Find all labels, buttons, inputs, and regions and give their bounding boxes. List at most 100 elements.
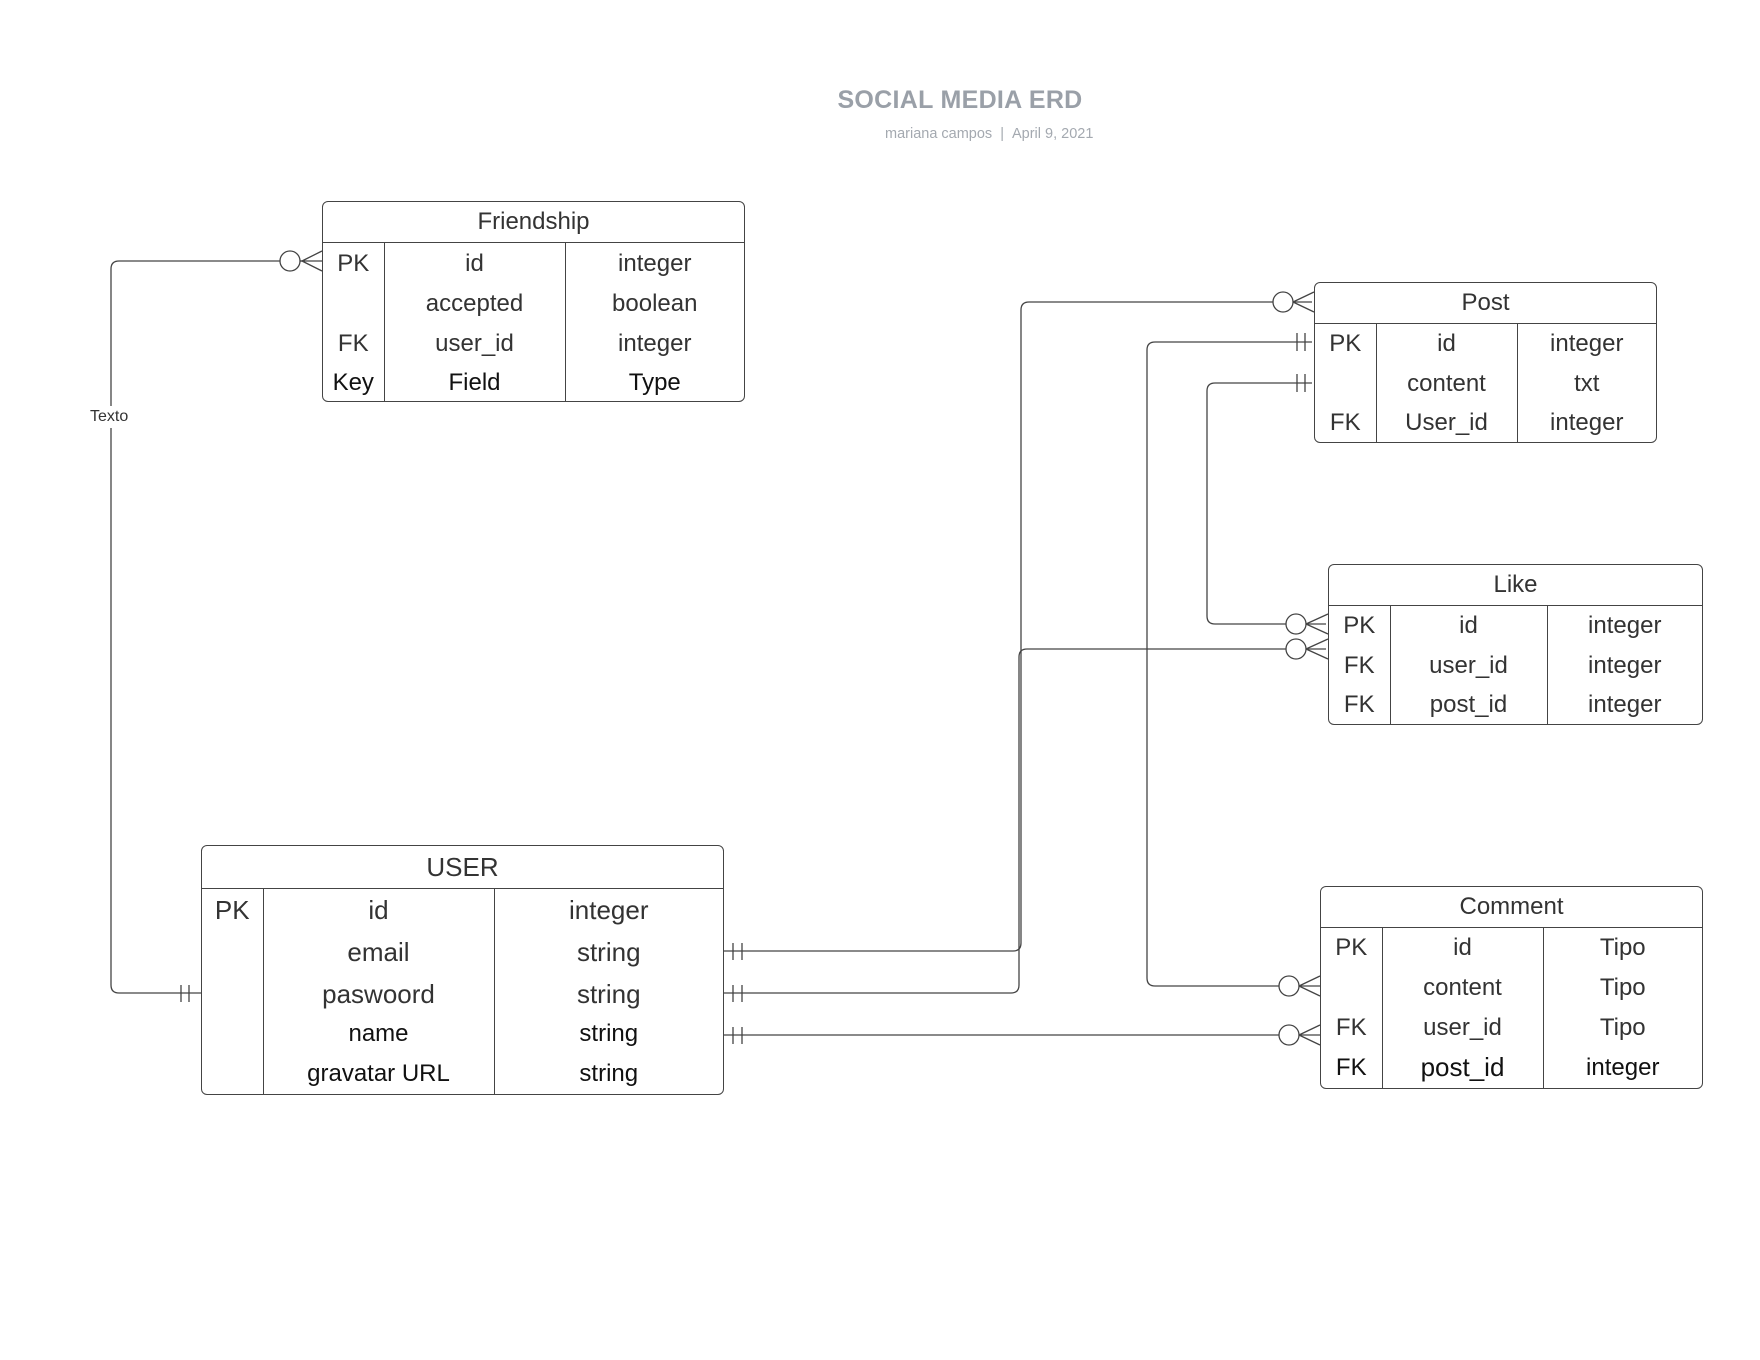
- like-post-crowsfoot: [1305, 613, 1329, 635]
- field-type: boolean: [564, 284, 744, 324]
- field-row: FK user_id Tipo: [1321, 1008, 1702, 1047]
- entity-friendship-title: Friendship: [323, 202, 744, 243]
- field-name: content: [1381, 968, 1543, 1008]
- field-row: FK User_id integer: [1315, 404, 1656, 442]
- user-name-one-bars: [732, 1027, 743, 1044]
- comment-post-crowsfoot: [1298, 975, 1321, 997]
- field-name: User_id: [1375, 404, 1517, 442]
- field-key: PK: [1343, 612, 1376, 639]
- author-name: mariana campos: [885, 126, 993, 142]
- field-key: PK: [1335, 934, 1368, 961]
- field-row: PK id integer: [323, 243, 744, 284]
- field-key: PK: [214, 894, 250, 925]
- field-row: PK id Tipo: [1321, 928, 1702, 968]
- entity-friendship[interactable]: Friendship PK id integer accepted boolea…: [322, 201, 745, 402]
- friendship-user-line: [110, 260, 302, 994]
- field-key: FK: [1343, 691, 1375, 718]
- field-row: PK id integer: [202, 889, 723, 931]
- field-type: integer: [493, 889, 723, 931]
- entity-like-fields: PK id integer FK user_id integer FK post…: [1329, 606, 1702, 724]
- field-row: FK user_id integer: [323, 324, 744, 364]
- friendship-optional-circle: [279, 250, 301, 272]
- entity-user[interactable]: USER PK id integer email string paswoord…: [201, 845, 724, 1095]
- post-comment-line: [1146, 341, 1320, 987]
- field-type: string: [493, 931, 723, 973]
- diagram-date: April 9, 2021: [1011, 126, 1094, 142]
- field-row: paswoord string: [202, 973, 723, 1015]
- entity-friendship-fields: PK id integer accepted boolean FK user_i…: [323, 243, 744, 402]
- field-type: Type: [564, 364, 744, 402]
- field-type: integer: [564, 243, 744, 284]
- entity-post[interactable]: Post PK id integer content txt FK User_i…: [1314, 282, 1657, 443]
- field-key: PK: [337, 249, 370, 277]
- field-name: id: [1381, 928, 1543, 968]
- post-like-line: [1206, 382, 1326, 625]
- field-name: user_id: [1389, 646, 1547, 686]
- field-type: integer: [1542, 1047, 1702, 1088]
- subtitle-separator: |: [1000, 126, 1004, 142]
- field-key: [202, 973, 263, 1015]
- post-id-one-bars: [1296, 333, 1306, 351]
- field-key: [1315, 364, 1376, 404]
- entity-post-title: Post: [1315, 283, 1656, 324]
- like-post-optional-circle: [1285, 613, 1307, 635]
- field-type: integer: [564, 324, 744, 364]
- field-key: FK: [337, 330, 369, 357]
- field-key: [202, 931, 263, 973]
- field-type: integer: [1516, 324, 1656, 364]
- field-row: content txt: [1315, 364, 1656, 404]
- field-key: FK: [1343, 652, 1375, 679]
- post-optional-circle: [1272, 291, 1294, 313]
- diagram-title: SOCIAL MEDIA ERD: [837, 86, 1083, 114]
- field-key: [202, 1053, 263, 1094]
- field-name: paswoord: [262, 973, 494, 1015]
- field-name: post_id: [1389, 686, 1547, 724]
- entity-comment[interactable]: Comment PK id Tipo content Tipo FK user_…: [1320, 886, 1703, 1089]
- entity-like[interactable]: Like PK id integer FK user_id integer FK…: [1328, 564, 1703, 725]
- entity-user-title: USER: [202, 846, 723, 889]
- comment-user-optional-circle: [1278, 1024, 1300, 1046]
- like-user-optional-circle: [1285, 638, 1307, 660]
- field-type: string: [493, 973, 723, 1015]
- field-key: FK: [1335, 1053, 1367, 1081]
- user-paswoord-one-bars: [732, 985, 743, 1002]
- comment-user-crowsfoot: [1298, 1024, 1321, 1046]
- diagram-subtitle: mariana campos | April 9, 2021: [885, 126, 1093, 142]
- field-key: [202, 1015, 263, 1053]
- field-key: FK: [1335, 1013, 1367, 1041]
- comment-post-optional-circle: [1278, 975, 1300, 997]
- field-row: PK id integer: [1315, 324, 1656, 364]
- user-like-line: [724, 648, 1326, 994]
- field-row: accepted boolean: [323, 284, 744, 324]
- entity-comment-fields: PK id Tipo content Tipo FK user_id Tipo …: [1321, 928, 1702, 1088]
- field-key: PK: [1329, 330, 1362, 357]
- field-type: string: [493, 1053, 723, 1094]
- field-name: user_id: [1381, 1008, 1543, 1047]
- field-row: name string: [202, 1015, 723, 1053]
- user-email-one-bars: [732, 943, 743, 960]
- field-type: integer: [1546, 686, 1702, 724]
- field-row: Key Field Type: [323, 364, 744, 402]
- friendship-crowsfoot: [300, 250, 323, 272]
- field-row: PK id integer: [1329, 606, 1702, 646]
- user-post-line: [724, 301, 1312, 952]
- field-type: Tipo: [1542, 968, 1702, 1008]
- field-row: FK user_id integer: [1329, 646, 1702, 686]
- post-content-one-bars: [1296, 374, 1306, 392]
- entity-comment-title: Comment: [1321, 887, 1702, 928]
- field-name: user_id: [383, 324, 565, 364]
- field-row: email string: [202, 931, 723, 973]
- field-row: gravatar URL string: [202, 1053, 723, 1094]
- field-key: [1321, 968, 1382, 1008]
- entity-post-fields: PK id integer content txt FK User_id int…: [1315, 324, 1656, 442]
- field-type: integer: [1516, 404, 1656, 442]
- field-type: string: [493, 1015, 723, 1053]
- field-type: txt: [1516, 364, 1656, 404]
- entity-like-title: Like: [1329, 565, 1702, 606]
- field-key: FK: [1329, 409, 1361, 436]
- field-row: content Tipo: [1321, 968, 1702, 1008]
- relationship-label: Texto: [88, 406, 131, 428]
- field-name: gravatar URL: [262, 1053, 494, 1094]
- like-user-crowsfoot: [1305, 638, 1329, 660]
